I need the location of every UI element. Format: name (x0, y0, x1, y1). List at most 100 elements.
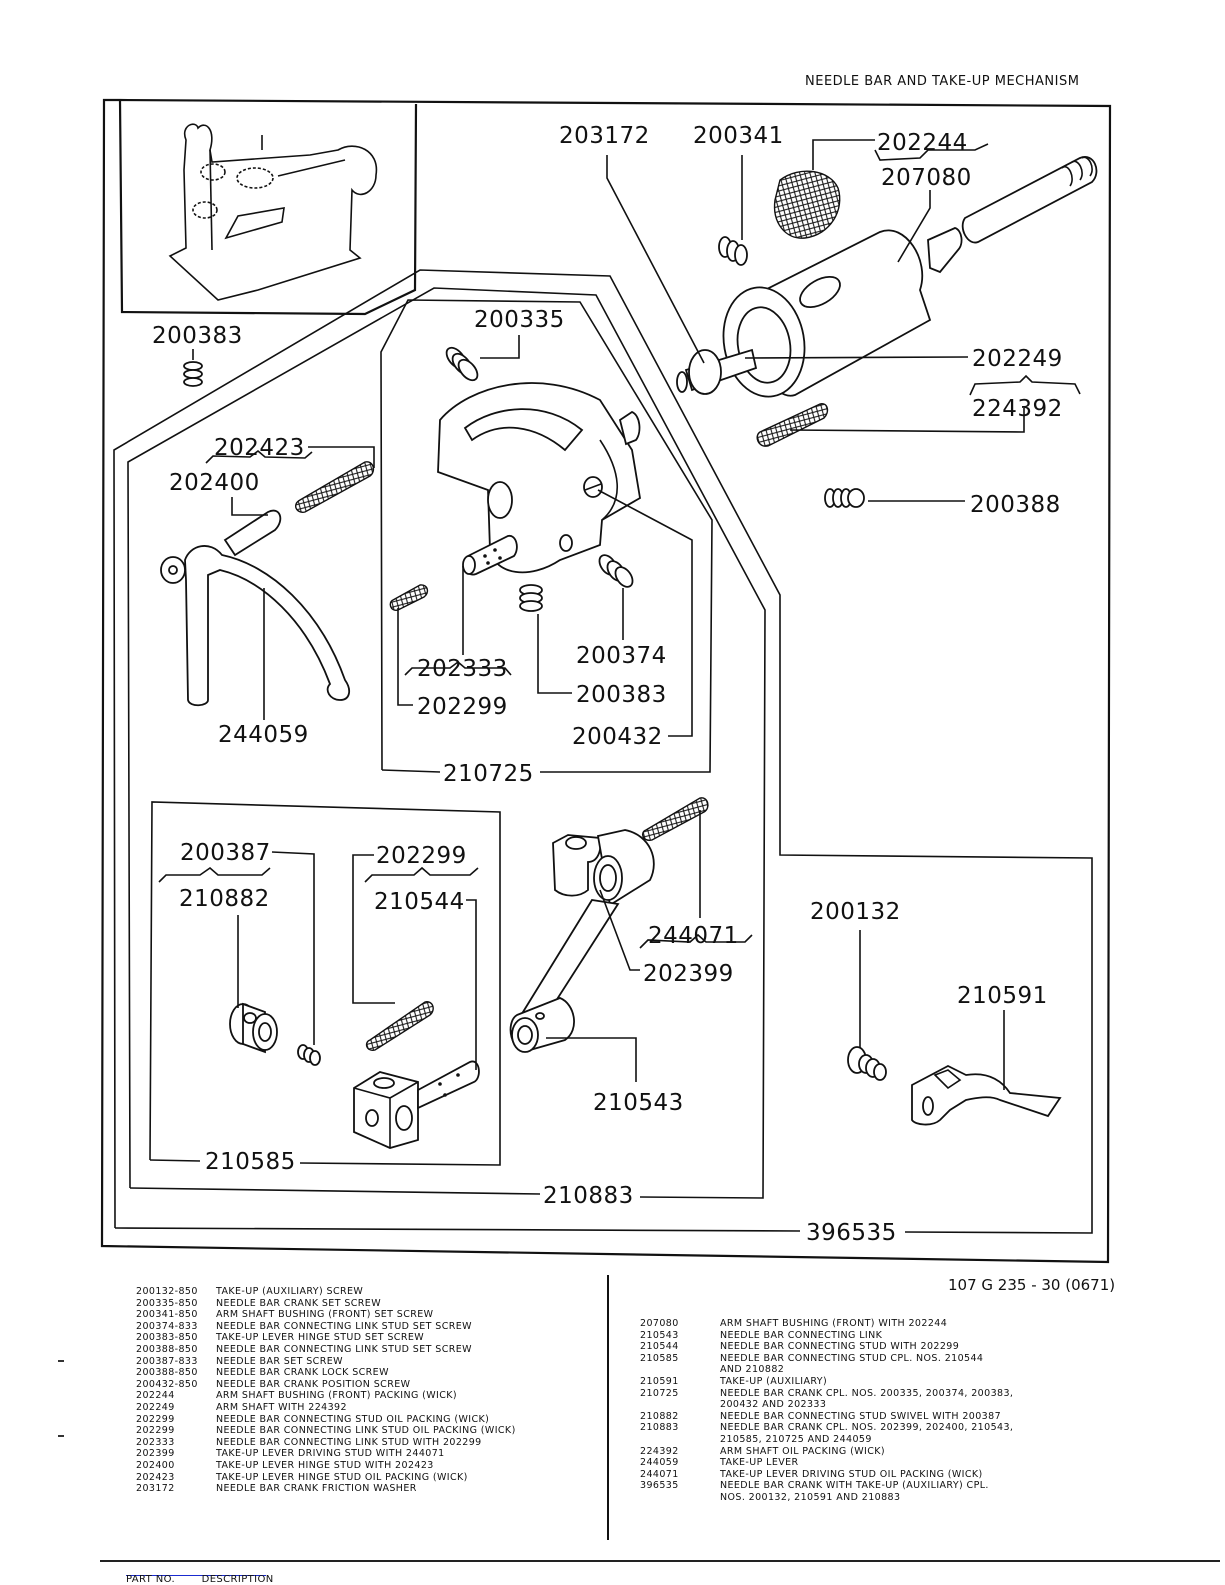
screw-200383 (519, 584, 543, 612)
assembly-210883-boundary (127, 287, 766, 1199)
part-description: ARM SHAFT BUSHING (FRONT) SET SCREW (216, 1309, 434, 1321)
leader-lines (158, 139, 1081, 1090)
part-number: 202399 (136, 1448, 175, 1460)
part-number: 200374-833 (136, 1320, 198, 1332)
part-description: ARM SHAFT BUSHING (FRONT) WITH 202244 (720, 1318, 948, 1329)
take-up-auxiliary (847, 1046, 1062, 1126)
label-202423: 202423 (214, 435, 305, 461)
outer-frame (100, 98, 1112, 1264)
parts-list-row: 210883 NEEDLE BAR CRANK CPL. NOS. 202399,… (640, 1422, 1013, 1434)
part-description: NEEDLE BAR CONNECTING LINK STUD SET SCRE… (216, 1320, 472, 1332)
wick-202244 (773, 170, 841, 239)
part-number: 202333 (136, 1436, 175, 1448)
description-header: DESCRIPTION (201, 1574, 274, 1585)
screw-200387 (297, 1044, 321, 1066)
screw-200335 (445, 346, 479, 382)
connecting-stud-assembly (229, 1001, 480, 1149)
parts-list-row: NOS. 200132, 210591 AND 210883 (640, 1492, 1013, 1504)
part-number: 200432-850 (136, 1378, 198, 1390)
part-number: 224392 (640, 1445, 679, 1457)
screw-200132 (847, 1046, 887, 1081)
part-number: 210882 (640, 1410, 679, 1422)
parts-list-row: 207080 ARM SHAFT BUSHING (FRONT) WITH 202… (640, 1318, 1013, 1330)
parts-list-right: 207080 ARM SHAFT BUSHING (FRONT) WITH 202… (640, 1318, 1013, 1504)
parts-list-row: 202333 NEEDLE BAR CONNECTING LINK STUD WI… (136, 1437, 516, 1449)
part-description: ARM SHAFT OIL PACKING (WICK) (720, 1445, 885, 1457)
parts-list-row: 224392 ARM SHAFT OIL PACKING (WICK) (640, 1446, 1013, 1458)
exploded-parts-diagram: 203172 200341 202244 207080 202249 22439… (100, 98, 1112, 1264)
label-207080: 207080 (881, 165, 972, 191)
label-210725: 210725 (443, 761, 534, 787)
part-number: 202244 (136, 1390, 175, 1402)
assembly-210585-boundary (149, 801, 501, 1166)
label-200374: 200374 (576, 643, 667, 669)
part-description: NEEDLE BAR CONNECTING LINK (720, 1329, 883, 1341)
part-description: TAKE-UP LEVER DRIVING STUD OIL PACKING (… (720, 1468, 983, 1480)
part-number: 210544 (640, 1341, 679, 1353)
part-number: 210543 (640, 1329, 679, 1341)
part-number: 200387-833 (136, 1355, 198, 1367)
part-number: 200383-850 (136, 1332, 198, 1344)
parts-list-row: 210585, 210725 AND 244059 (640, 1434, 1013, 1446)
part-number: 202299 (136, 1413, 175, 1425)
part-description: NOS. 200132, 210591 AND 210883 (720, 1491, 901, 1503)
parts-list-row: 202399 TAKE-UP LEVER DRIVING STUD WITH 24… (136, 1448, 516, 1460)
label-210591: 210591 (957, 983, 1048, 1009)
part-number: 210725 (640, 1387, 679, 1399)
part-description: NEEDLE BAR CRANK SET SCREW (216, 1297, 381, 1309)
part-description: TAKE-UP LEVER HINGE STUD OIL PACKING (WI… (216, 1471, 468, 1483)
label-200387: 200387 (180, 840, 271, 866)
parts-list-row: 210543 NEEDLE BAR CONNECTING LINK (640, 1330, 1013, 1342)
part-number: 202299 (136, 1425, 175, 1437)
parts-list-row: 200432 AND 202333 (640, 1399, 1013, 1411)
part-description: NEEDLE BAR CONNECTING STUD SWIVEL WITH 2… (720, 1410, 1002, 1422)
label-244071: 244071 (648, 923, 739, 949)
part-description: NEEDLE BAR CRANK CPL. NOS. 200335, 20037… (720, 1387, 1014, 1399)
label-200383: 200383 (576, 682, 667, 708)
part-description: NEEDLE BAR CONNECTING LINK STUD OIL PACK… (216, 1425, 516, 1437)
label-202333: 202333 (417, 656, 508, 682)
column-headers: PART NO. DESCRIPTION (126, 1574, 274, 1585)
parts-list-row: 200374-833 NEEDLE BAR CONNECTING LINK STU… (136, 1321, 516, 1333)
part-number: 200341-850 (136, 1309, 198, 1321)
label-200383-top: 200383 (152, 323, 243, 349)
label-210585: 210585 (205, 1149, 296, 1175)
part-number: 200132-850 (136, 1286, 198, 1297)
arm-shaft-assembly (676, 156, 1098, 508)
part-description: TAKE-UP LEVER DRIVING STUD WITH 244071 (216, 1448, 445, 1460)
screw-200374 (598, 554, 634, 588)
blue-underline (126, 1575, 266, 1576)
bottom-rule (100, 1560, 1220, 1562)
label-396535: 396535 (806, 1220, 897, 1246)
part-description: AND 210882 (720, 1364, 785, 1376)
take-up-lever (160, 461, 375, 707)
label-210543: 210543 (593, 1090, 684, 1116)
margin-mark (58, 1435, 64, 1437)
part-number: 244059 (640, 1457, 679, 1469)
label-244059: 244059 (218, 722, 309, 748)
part-number: 200388-850 (136, 1367, 198, 1379)
part-number: 244071 (640, 1468, 679, 1480)
column-divider (607, 1275, 609, 1540)
part-number: 207080 (640, 1318, 679, 1329)
part-description: NEEDLE BAR CRANK CPL. NOS. 202399, 20240… (720, 1422, 1014, 1434)
margin-mark (58, 1360, 64, 1362)
label-200388: 200388 (970, 492, 1061, 518)
part-number: 210883 (640, 1422, 679, 1434)
label-210544: 210544 (374, 889, 465, 915)
part-description: NEEDLE BAR CONNECTING LINK STUD WITH 202… (216, 1436, 482, 1448)
wick-202299-a (389, 584, 429, 611)
label-200335: 200335 (474, 307, 565, 333)
part-description: 210585, 210725 AND 244059 (720, 1433, 872, 1445)
